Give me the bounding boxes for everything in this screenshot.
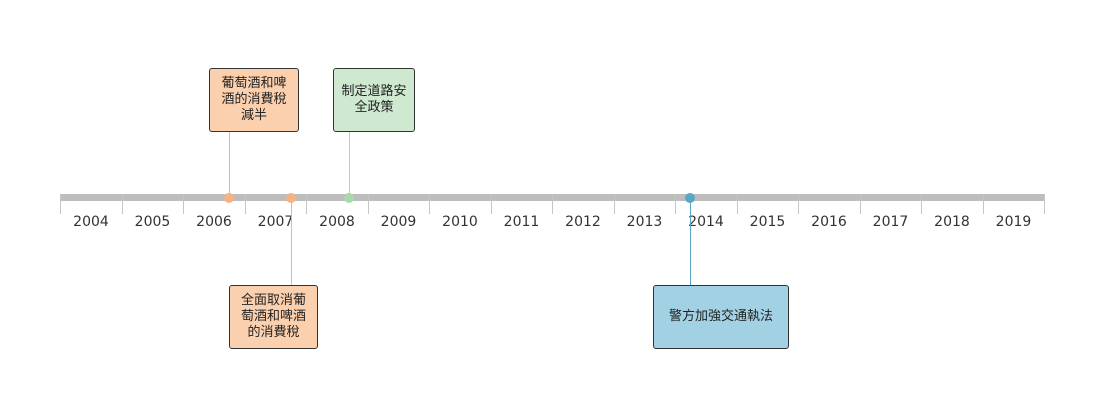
year-label: 2006 xyxy=(196,214,232,230)
year-label: 2005 xyxy=(134,214,171,230)
event-text-line: 的消費稅 xyxy=(247,325,300,340)
event-connector xyxy=(349,132,350,197)
event-connector xyxy=(291,198,292,285)
event-box-police-traffic-enforcement: 警方加強交通執法 xyxy=(653,285,789,349)
axis-tick xyxy=(60,194,61,214)
axis-tick xyxy=(859,194,861,214)
event-text-line: 全面取消葡 xyxy=(240,293,306,308)
event-box-wine-beer-tax-halved: 葡萄酒和啤酒的消費稅減半 xyxy=(209,68,299,132)
event-box-road-safety-policy: 制定道路安全政策 xyxy=(333,68,415,132)
event-text: 全面取消葡萄酒和啤酒的消費稅 xyxy=(241,293,306,341)
year-label: 2013 xyxy=(626,214,663,230)
event-box-wine-beer-tax-abolished: 全面取消葡萄酒和啤酒的消費稅 xyxy=(229,285,318,349)
event-text: 警方加強交通執法 xyxy=(669,309,773,325)
axis-tick xyxy=(429,194,430,214)
axis-tick xyxy=(675,194,676,214)
axis-tick xyxy=(982,194,984,214)
axis-tick xyxy=(552,194,553,214)
event-text-line: 制定道路安 xyxy=(341,84,407,99)
year-label: 2008 xyxy=(319,214,355,230)
event-text-line: 警方加強交通執法 xyxy=(668,309,773,324)
year-label: 2014 xyxy=(688,214,724,230)
event-text-line: 酒的消費稅 xyxy=(221,92,287,107)
year-label: 2019 xyxy=(995,214,1032,230)
year-label: 2017 xyxy=(872,214,909,230)
event-marker xyxy=(685,193,696,203)
year-label: 2015 xyxy=(749,214,786,230)
year-label: 2012 xyxy=(565,214,601,230)
event-text: 葡萄酒和啤酒的消費稅減半 xyxy=(221,76,286,124)
axis-tick xyxy=(1044,194,1045,214)
axis-tick xyxy=(613,194,615,214)
year-label: 2010 xyxy=(442,214,478,230)
axis-tick xyxy=(306,194,307,214)
event-text: 制定道路安全政策 xyxy=(341,84,406,116)
event-connector xyxy=(229,132,230,197)
event-text-line: 全政策 xyxy=(354,100,394,115)
event-text-line: 葡萄酒和啤 xyxy=(221,76,287,91)
year-label: 2007 xyxy=(257,214,294,230)
event-marker xyxy=(344,193,355,203)
event-marker xyxy=(224,193,235,203)
year-label: 2009 xyxy=(380,214,417,230)
axis-tick xyxy=(736,194,738,214)
axis-tick xyxy=(921,194,922,214)
year-label: 2016 xyxy=(811,214,847,230)
event-marker xyxy=(285,193,296,203)
event-connector xyxy=(690,198,691,285)
year-label: 2004 xyxy=(73,214,109,230)
axis-tick xyxy=(798,194,799,214)
event-text-line: 減半 xyxy=(240,108,267,123)
axis-tick xyxy=(244,194,246,214)
year-label: 2011 xyxy=(503,214,540,230)
year-label: 2018 xyxy=(934,214,970,230)
axis-tick xyxy=(121,194,123,214)
axis-tick xyxy=(183,194,184,214)
axis-tick xyxy=(490,194,492,214)
event-text-line: 萄酒和啤酒 xyxy=(240,309,306,324)
axis-tick xyxy=(367,194,369,214)
